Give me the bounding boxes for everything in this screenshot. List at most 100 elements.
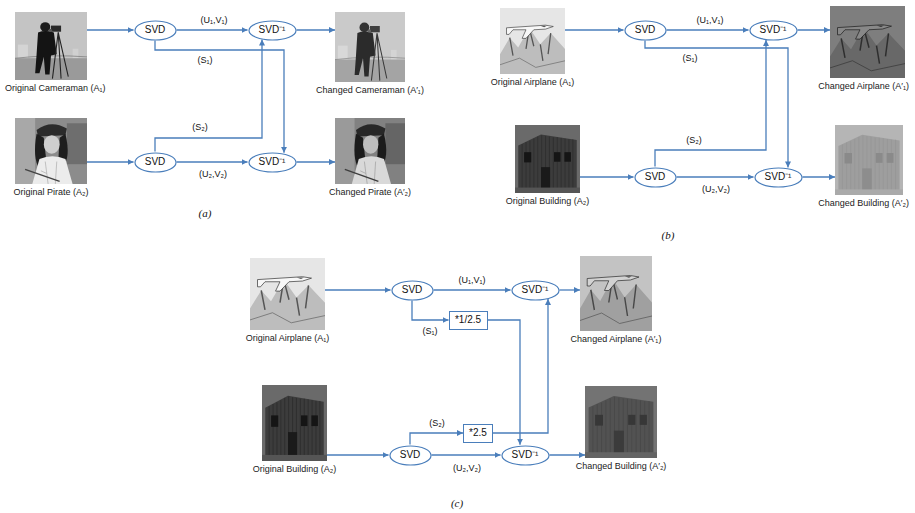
edge-label: (U₁,V₁) [694, 15, 725, 26]
operation-ellipse: SVD [134, 152, 177, 173]
flow-connector [798, 29, 831, 30]
flow-connector [677, 176, 754, 177]
operation-label: SVD [402, 284, 423, 296]
flow-connector [803, 176, 836, 177]
scale-box: *1/2.5 [449, 311, 488, 330]
image-tone [830, 6, 905, 78]
flow-connector [580, 176, 634, 177]
operation-label: SVD [145, 24, 166, 36]
flow-connector [155, 41, 284, 153]
operation-ellipse: SVD [624, 20, 667, 41]
flow-connector [493, 299, 548, 433]
flow-connector [434, 289, 511, 290]
operation-ellipse: SVD⁻¹ [749, 20, 798, 41]
scale-box: *2.5 [463, 424, 493, 443]
image-panel: Changed Building (A′₂) [585, 386, 657, 458]
building-image [262, 385, 327, 461]
panel-letter: (c) [451, 497, 463, 509]
image-caption: Original Building (A₂) [253, 464, 337, 475]
edge-label: (U₂,V₂) [197, 169, 229, 180]
changed-building-image [585, 386, 657, 458]
changed-cameraman-image [335, 12, 405, 82]
image-panel: Original Airplane (A₁) [500, 8, 565, 74]
image-panel: Changed Airplane (A′₁) [830, 6, 905, 78]
image-caption: Changed Building (A′₂) [818, 198, 909, 209]
flow-connector [177, 161, 248, 162]
ellipse-shape [249, 153, 296, 172]
operation-label: SVD [400, 449, 421, 461]
operation-label: SVD⁻¹ [512, 449, 539, 461]
edge-label: (S₁) [680, 53, 699, 64]
operation-label: SVD⁻¹ [760, 24, 787, 36]
edge-label: (S₁) [420, 326, 439, 337]
operation-label: SVD⁻¹ [259, 156, 286, 168]
flow-connector [667, 29, 749, 30]
edge-label: (S₂) [684, 135, 704, 146]
operation-label: SVD⁻¹ [259, 24, 286, 36]
image-tone [585, 386, 657, 458]
flow-connector [432, 454, 501, 455]
image-panel: Original Building (A₂) [262, 385, 327, 461]
flow-connector [177, 29, 248, 30]
changed-airplane-image [580, 256, 652, 331]
operation-ellipse: SVD [134, 20, 177, 41]
image-caption: Original Building (A₂) [506, 196, 590, 207]
flow-connector [327, 454, 389, 455]
image-panel: Original Building (A₂) [515, 125, 580, 193]
flow-connector [410, 433, 463, 445]
flow-connector [655, 40, 766, 166]
image-caption: Original Pirate (A₂) [13, 187, 88, 198]
image-panel: Changed Pirate (A′₂) [335, 118, 405, 184]
image-panel: Changed Cameraman (A′₁) [335, 12, 405, 82]
changed-airplane-image [830, 6, 905, 78]
operation-ellipse: SVD⁻¹ [501, 445, 550, 466]
operation-label: SVD [645, 171, 666, 183]
flow-connector [297, 29, 336, 30]
operation-label: SVD⁻¹ [522, 284, 549, 296]
edge-label: (S₂) [427, 418, 447, 429]
ellipse-shape [755, 168, 802, 187]
operation-ellipse: SVD [391, 280, 434, 301]
image-panel: Changed Airplane (A′₁) [580, 256, 652, 331]
flow-connector [155, 40, 262, 152]
edge-label: (U₁,V₁) [456, 275, 487, 286]
pirate-image [15, 118, 87, 184]
flow-connector [87, 29, 134, 30]
changed-pirate-image [335, 118, 405, 184]
operation-label: SVD⁻¹ [765, 171, 792, 183]
image-caption: Original Airplane (A₁) [246, 333, 330, 344]
image-caption: Changed Cameraman (A′₁) [316, 85, 424, 96]
image-tone [335, 118, 405, 184]
image-caption: Changed Airplane (A′₁) [818, 81, 909, 92]
flow-connector [565, 29, 624, 30]
operation-ellipse: SVD [389, 445, 432, 466]
operation-ellipse: SVD⁻¹ [754, 167, 803, 188]
flow-connector [325, 289, 391, 290]
airplane-image [500, 8, 565, 74]
operation-label: SVD [635, 24, 656, 36]
ellipse-shape [135, 21, 176, 40]
ellipse-shape [502, 446, 549, 465]
image-panel: Original Cameraman (A₁) [15, 12, 87, 80]
image-caption: Changed Pirate (A′₂) [329, 187, 411, 198]
cameraman-image [15, 12, 87, 80]
operation-label: SVD [145, 156, 166, 168]
edge-label: (U₂,V₂) [700, 184, 732, 195]
flow-connector [645, 41, 788, 168]
image-caption: Changed Building (A′₂) [576, 461, 667, 472]
panel-letter: (a) [199, 207, 212, 219]
operation-label: *2.5 [469, 427, 487, 439]
operation-ellipse: SVD [634, 167, 677, 188]
image-panel: Changed Building (A′₂) [835, 125, 903, 195]
ellipse-shape [390, 446, 431, 465]
operation-ellipse: SVD⁻¹ [248, 152, 297, 173]
edge-label: (S₁) [195, 55, 214, 66]
flow-connector [560, 289, 581, 290]
ellipse-shape [512, 281, 559, 300]
image-panel: Original Pirate (A₂) [15, 118, 87, 184]
airplane-image [250, 258, 325, 330]
edge-label: (U₂,V₂) [451, 463, 483, 474]
